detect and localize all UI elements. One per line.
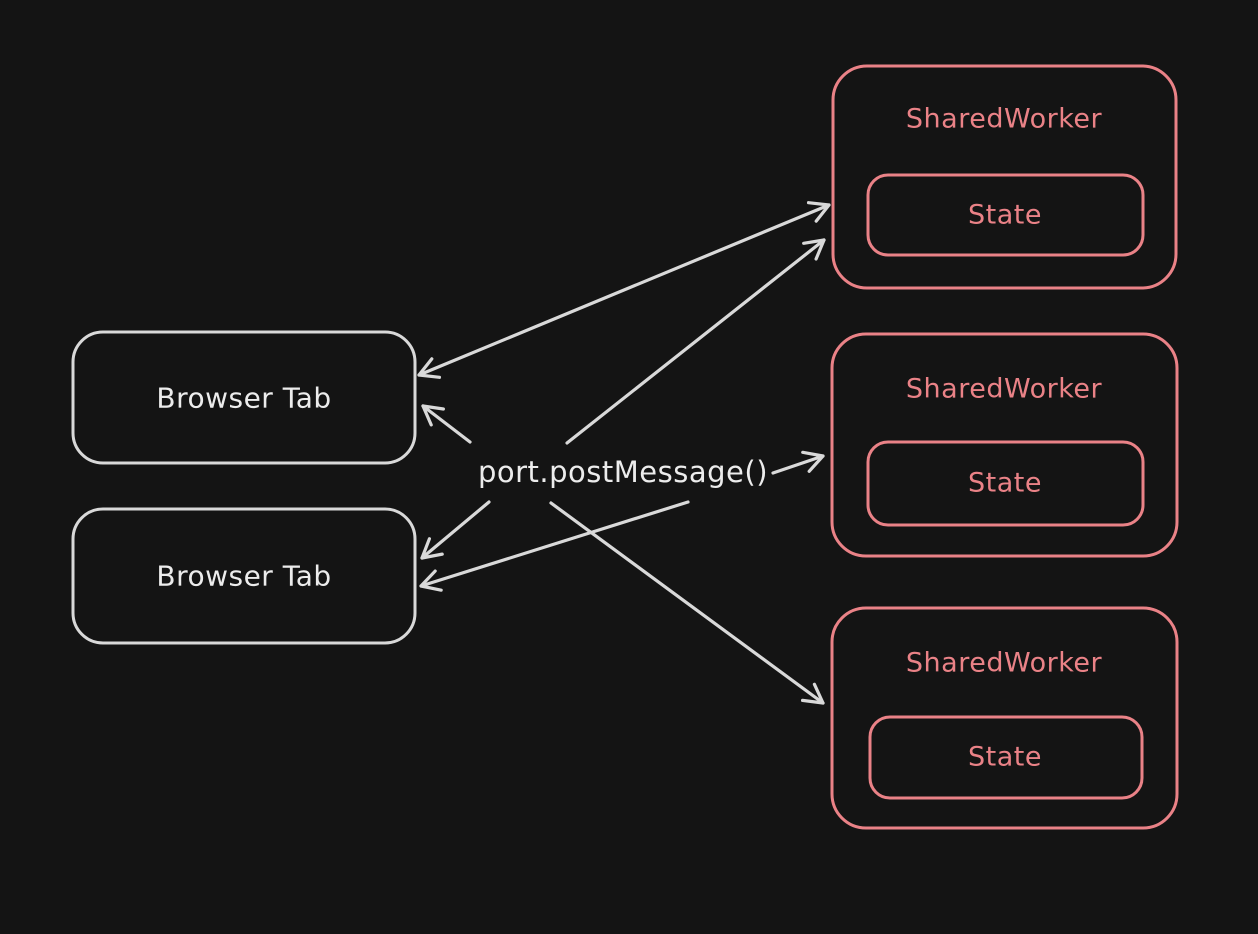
shared-worker-3-state-label: State (968, 742, 1042, 773)
shared-worker-3-box (830, 606, 1179, 830)
shared-worker-2-state-box (866, 440, 1145, 527)
node-browser-tab-1: Browser Tab (71, 330, 417, 465)
center-port-postmessage-label: port.postMessage() (478, 455, 768, 489)
shared-worker-3-label: SharedWorker (906, 648, 1103, 679)
node-shared-worker-3: SharedWorker State (830, 606, 1179, 830)
shared-worker-1-box (831, 64, 1178, 290)
node-shared-worker-2: SharedWorker State (830, 332, 1179, 558)
shared-worker-1-state-box (866, 173, 1145, 257)
shared-worker-3-state-box (868, 715, 1144, 800)
shared-worker-1-label: SharedWorker (906, 104, 1103, 135)
arrows-layer (417, 201, 831, 705)
arrow-label-to-tab2-lower (419, 500, 690, 592)
arrow-label-to-tab2-upper (420, 500, 491, 560)
browser-tab-2-label: Browser Tab (156, 560, 331, 593)
node-shared-worker-1: SharedWorker State (831, 64, 1178, 290)
arrow-label-to-tab1 (421, 404, 472, 444)
browser-tab-1-box (71, 330, 417, 465)
shared-worker-2-state-label: State (968, 468, 1042, 499)
browser-tab-2-box (71, 507, 417, 645)
arrow-tab1-worker1-bidirectional (417, 201, 831, 379)
arrow-label-to-worker3 (549, 501, 825, 705)
node-browser-tab-2: Browser Tab (71, 507, 417, 645)
arrow-label-to-worker1 (565, 238, 826, 445)
shared-worker-2-label: SharedWorker (906, 374, 1103, 405)
shared-worker-2-box (830, 332, 1179, 558)
shared-worker-1-state-label: State (968, 200, 1042, 231)
browser-tab-1-label: Browser Tab (156, 382, 331, 415)
arrow-label-to-worker2 (771, 450, 825, 475)
